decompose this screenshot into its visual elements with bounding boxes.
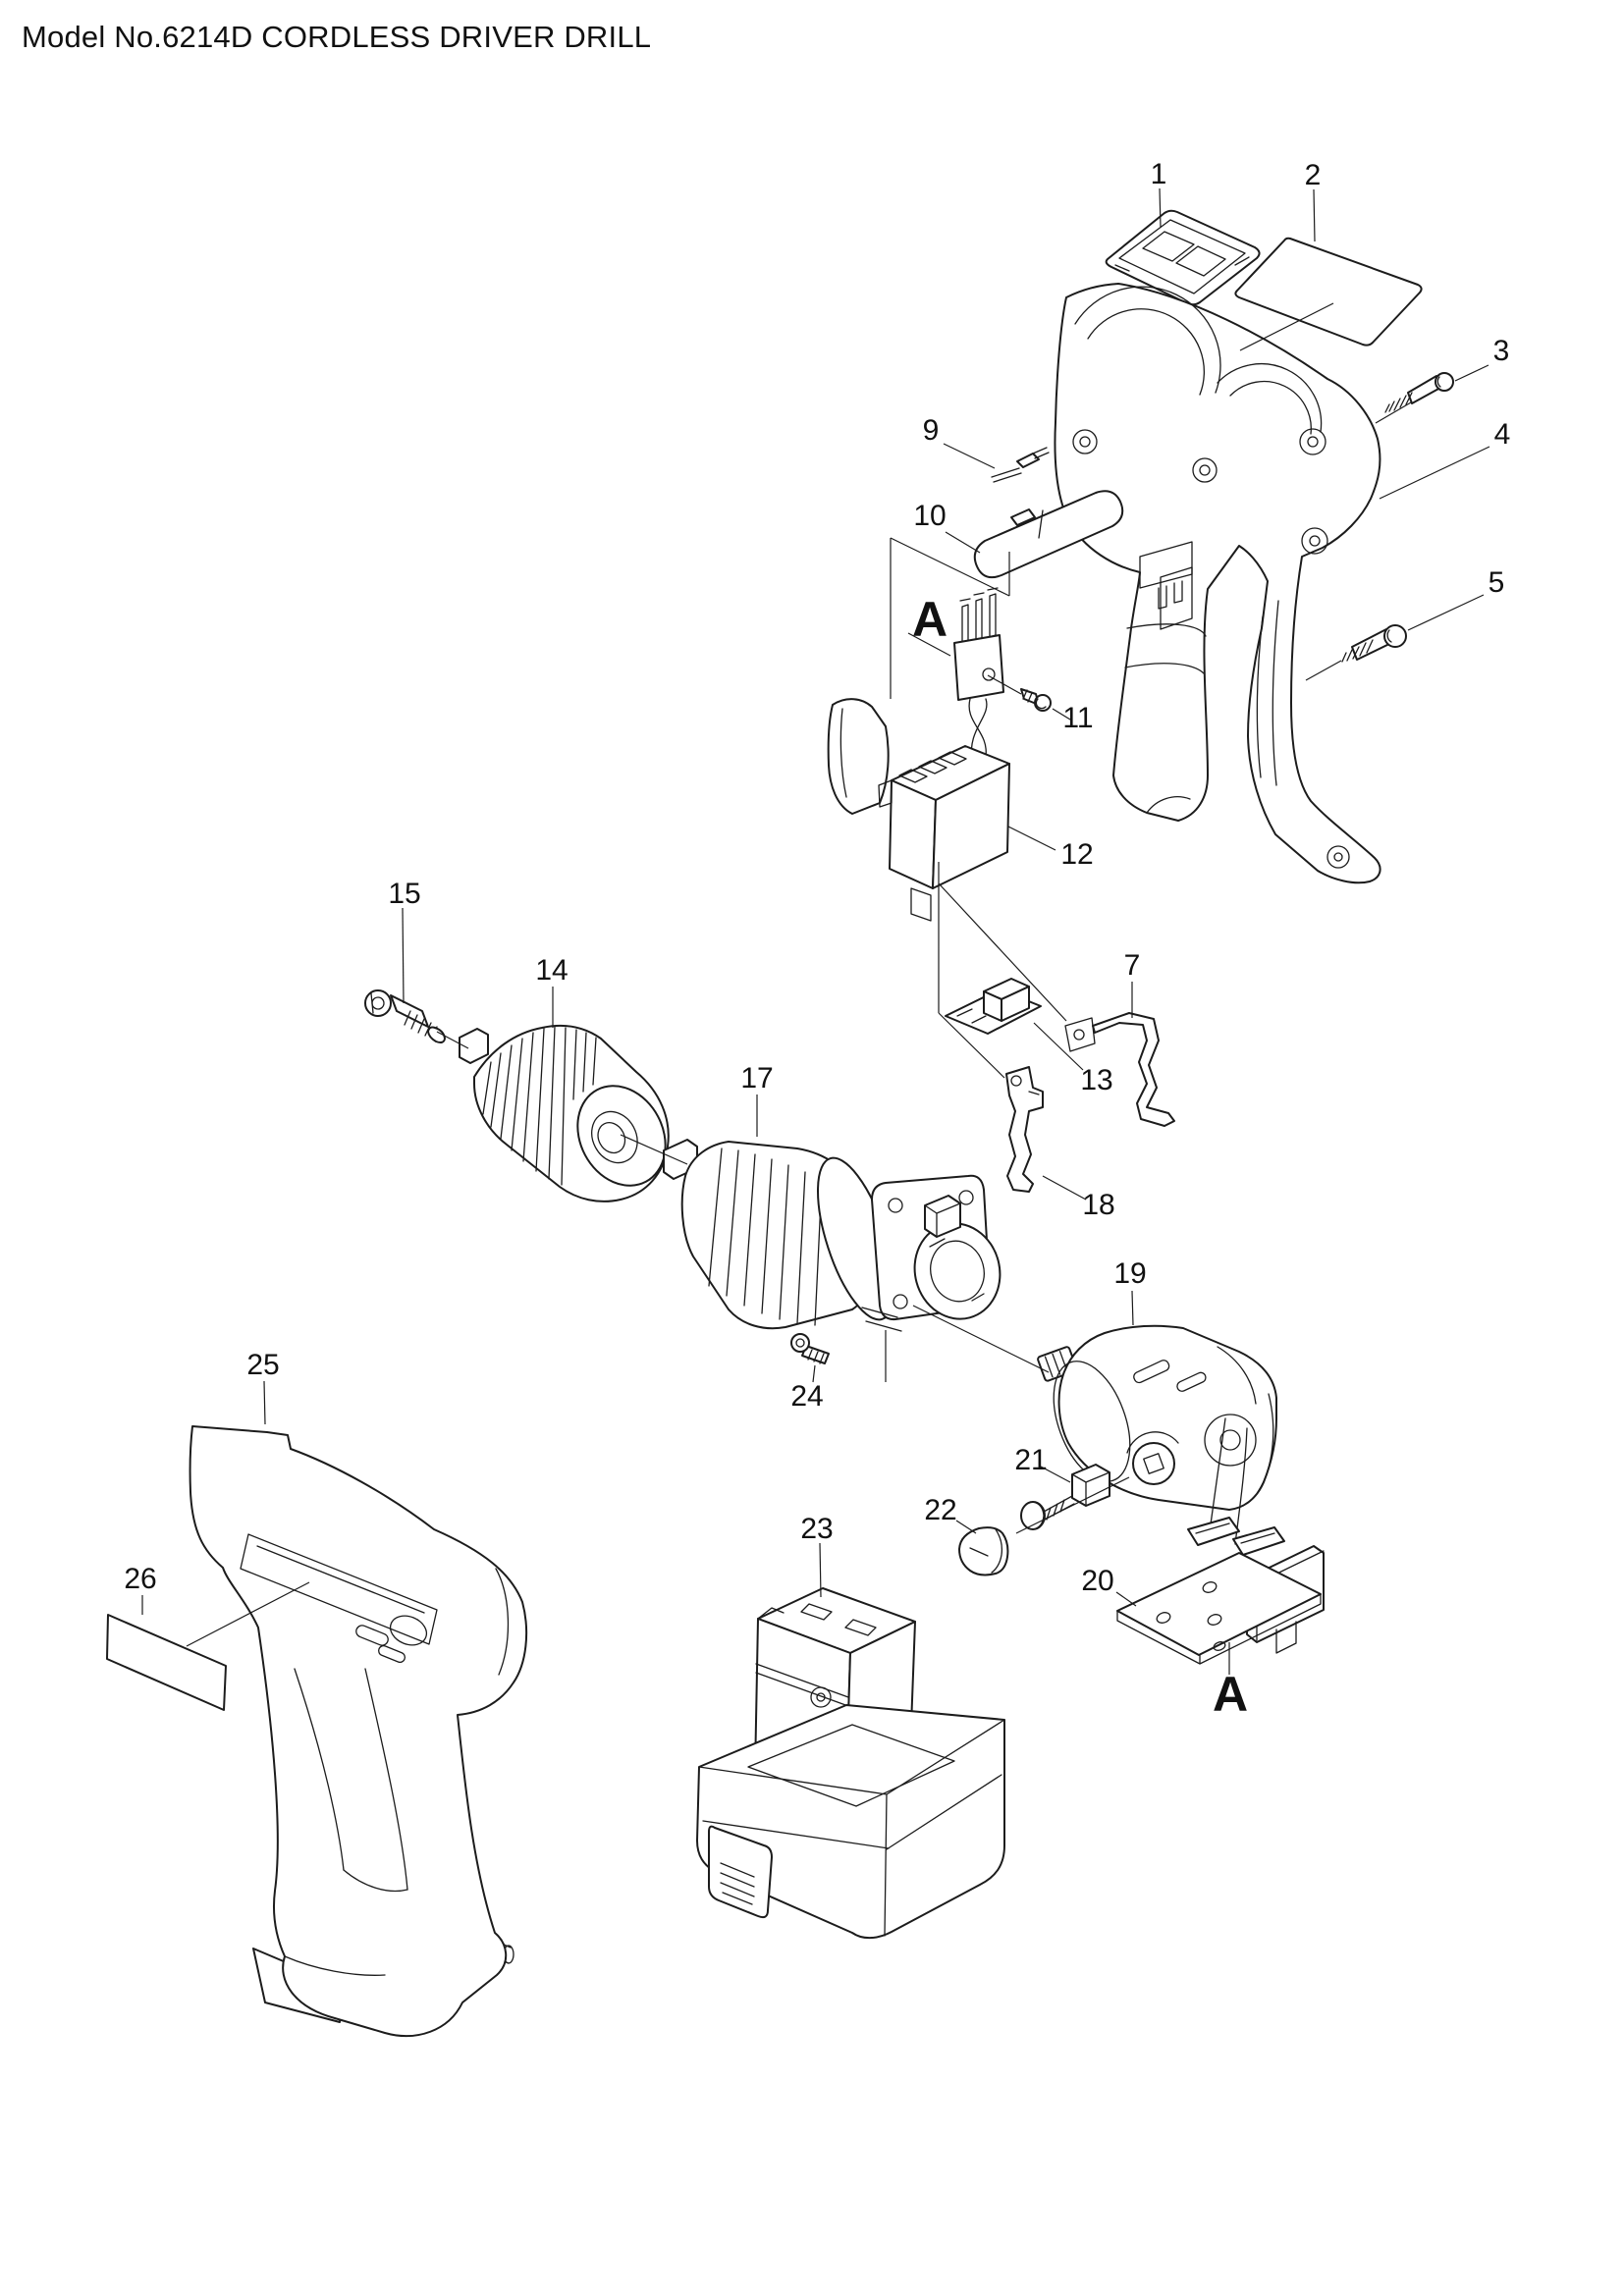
- axis-chuck: [620, 1134, 688, 1165]
- part-3-drawing: [1384, 372, 1454, 413]
- callout-22: 22: [924, 1494, 956, 1526]
- leader-19: [1131, 1290, 1134, 1326]
- part-7-drawing: [1064, 1012, 1175, 1127]
- leader-23: [819, 1542, 822, 1598]
- part-20-drawing: [1116, 1545, 1325, 1665]
- axis-gear-motor: [912, 1305, 1050, 1373]
- part-14-drawing: [459, 1024, 670, 1202]
- leader-9: [943, 443, 996, 469]
- callout-1: 1: [1151, 158, 1167, 190]
- callout-26: 26: [124, 1563, 156, 1595]
- callout-15: 15: [388, 878, 420, 910]
- leader-18: [1042, 1175, 1087, 1201]
- callout-12: 12: [1060, 838, 1093, 871]
- pointer-26: [186, 1581, 310, 1647]
- leader-11: [987, 674, 1071, 721]
- callout-18: 18: [1082, 1189, 1114, 1221]
- callout-21: 21: [1014, 1444, 1047, 1476]
- part-2-drawing: [1234, 237, 1423, 347]
- part-17-drawing: [663, 1139, 1001, 1332]
- leader-13: [1033, 1022, 1084, 1071]
- page-title: Model No.6214D CORDLESS DRIVER DRILL: [22, 20, 652, 54]
- callout-17: 17: [740, 1062, 773, 1095]
- part-12-drawing: [827, 698, 1010, 922]
- part-24-drawing: [790, 1333, 830, 1364]
- leader-marker-a-top: [907, 632, 951, 657]
- pointer-2: [1239, 302, 1334, 351]
- callout-9: 9: [923, 414, 940, 447]
- callout-labels: 1 2 3 4 5 7 9 10 11 12 13 14 15 17 18 19…: [124, 158, 1510, 1722]
- leader-lines: [141, 187, 1490, 1675]
- part-15-drawing: [364, 989, 446, 1043]
- leader-21: [1040, 1466, 1071, 1483]
- callout-11: 11: [1062, 702, 1093, 734]
- part-13-drawing: [945, 978, 1042, 1035]
- axis-screw15: [436, 1031, 469, 1049]
- group-window: [890, 537, 1010, 699]
- leader-1: [1159, 187, 1162, 229]
- callout-10: 10: [913, 500, 946, 532]
- leader-4: [1379, 446, 1490, 500]
- callout-23: 23: [800, 1513, 833, 1545]
- section-marker-a-top: A: [912, 592, 947, 647]
- part-10-drawing: [973, 490, 1124, 579]
- part-18-drawing: [1005, 1066, 1044, 1193]
- callout-24: 24: [790, 1380, 823, 1413]
- leader-12: [1007, 826, 1056, 851]
- callout-5: 5: [1489, 566, 1505, 599]
- axis-cap-motor: [1015, 1476, 1130, 1534]
- leader-5: [1305, 594, 1485, 681]
- leader-20: [1115, 1591, 1137, 1607]
- callout-19: 19: [1113, 1257, 1146, 1290]
- part-1-drawing: [1105, 209, 1261, 306]
- part-23-drawing: [696, 1587, 1005, 1940]
- part-9-drawing: [991, 447, 1050, 483]
- part-25-drawing: [189, 1425, 528, 2037]
- callout-20: 20: [1081, 1565, 1113, 1597]
- section-marker-a-bottom: A: [1213, 1667, 1248, 1722]
- part-22-drawing: [958, 1526, 1009, 1576]
- callout-14: 14: [535, 954, 568, 987]
- group-switch-lower: [938, 862, 1067, 1079]
- terminal-block-drawing: [953, 587, 1004, 701]
- part-19-drawing: [1037, 1324, 1285, 1556]
- part-5-drawing: [1341, 624, 1407, 663]
- callout-7: 7: [1124, 949, 1141, 982]
- callout-13: 13: [1080, 1064, 1112, 1096]
- part-26-drawing: [106, 1614, 227, 1711]
- callout-2: 2: [1305, 159, 1322, 191]
- part-11-drawing: [1020, 688, 1052, 712]
- callout-25: 25: [246, 1349, 279, 1381]
- part-4-drawing: [1054, 283, 1381, 884]
- leader-22: [955, 1520, 977, 1534]
- leader-24: [812, 1330, 887, 1383]
- leader-3: [1375, 364, 1489, 424]
- leader-2: [1313, 188, 1316, 242]
- callout-3: 3: [1493, 335, 1510, 367]
- leader-10: [945, 531, 981, 554]
- callout-4: 4: [1494, 418, 1511, 451]
- leader-15: [402, 907, 405, 1004]
- leader-25: [263, 1380, 266, 1425]
